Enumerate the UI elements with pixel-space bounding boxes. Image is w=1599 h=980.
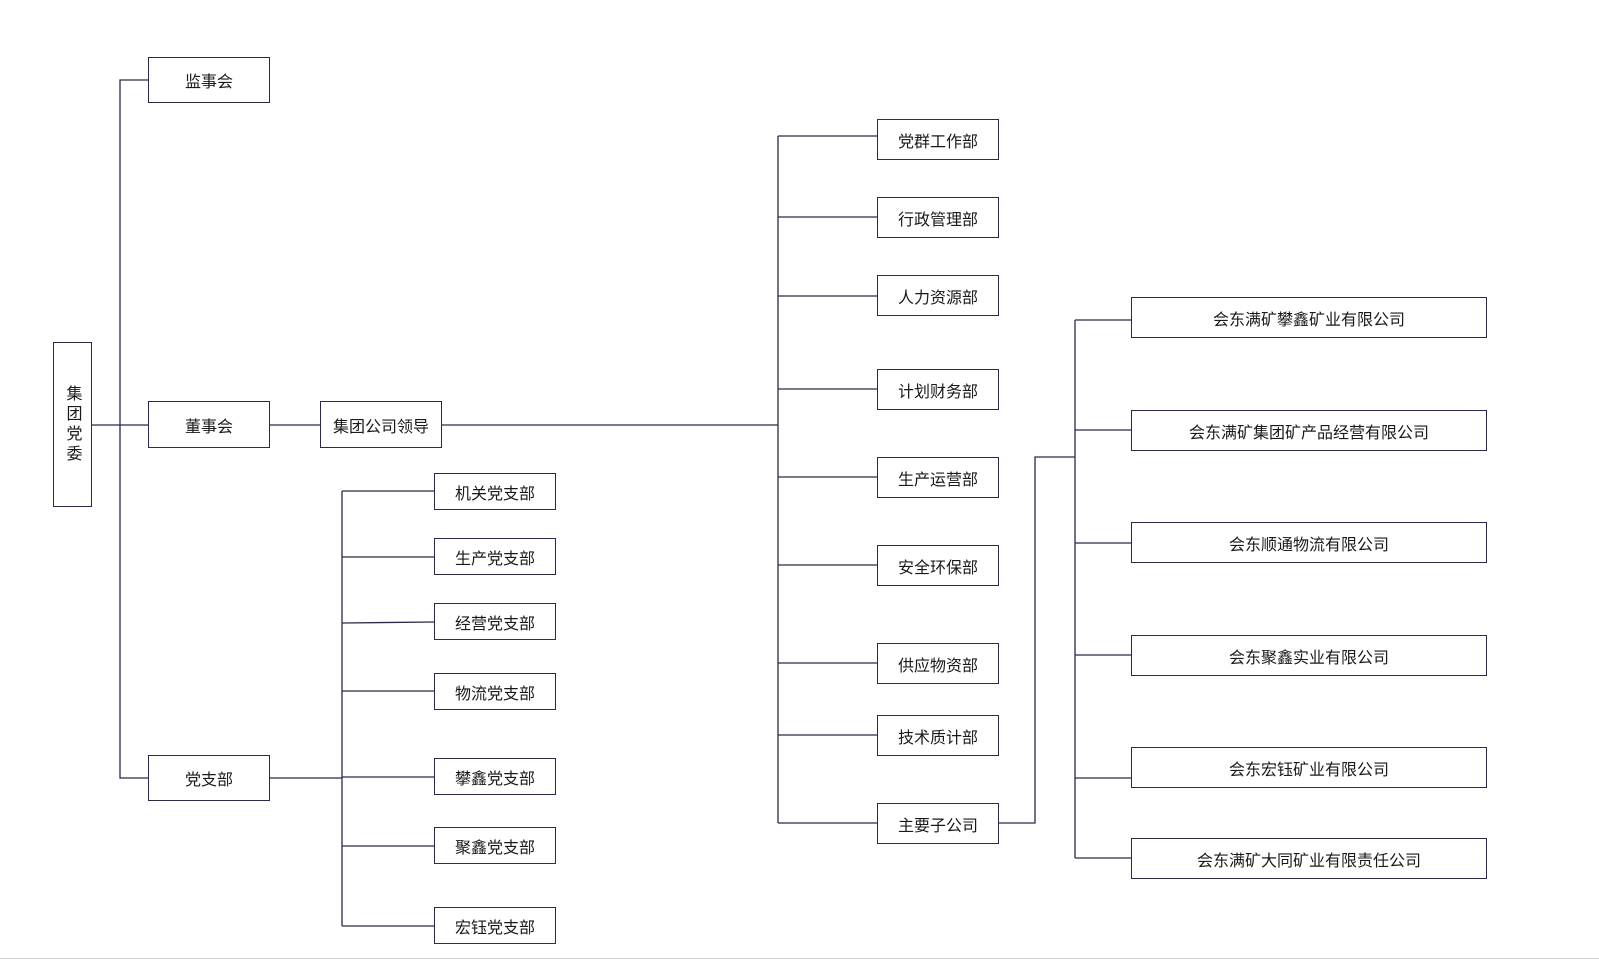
node-department: 党群工作部 <box>877 119 999 160</box>
node-branch: 攀鑫党支部 <box>434 758 556 795</box>
node-board-of-directors: 董事会 <box>148 401 270 448</box>
node-group-leadership: 集团公司领导 <box>320 401 442 448</box>
node-subsidiary: 会东顺通物流有限公司 <box>1131 522 1487 563</box>
bottom-divider <box>0 958 1599 959</box>
node-subsidiary: 会东满矿集团矿产品经营有限公司 <box>1131 410 1487 451</box>
node-branch: 机关党支部 <box>434 473 556 510</box>
node-department: 计划财务部 <box>877 369 999 410</box>
node-branch: 经营党支部 <box>434 603 556 640</box>
node-party-branch: 党支部 <box>148 755 270 801</box>
node-department: 人力资源部 <box>877 275 999 316</box>
node-group-party-committee: 集团党委 <box>53 342 92 507</box>
node-main-subsidiaries: 主要子公司 <box>877 803 999 844</box>
node-branch: 生产党支部 <box>434 538 556 575</box>
node-branch: 物流党支部 <box>434 673 556 710</box>
node-department: 技术质计部 <box>877 715 999 756</box>
node-department: 供应物资部 <box>877 643 999 684</box>
node-subsidiary: 会东聚鑫实业有限公司 <box>1131 635 1487 676</box>
node-department: 行政管理部 <box>877 197 999 238</box>
node-supervisory-board: 监事会 <box>148 57 270 103</box>
node-subsidiary: 会东满矿攀鑫矿业有限公司 <box>1131 297 1487 338</box>
node-subsidiary: 会东满矿大同矿业有限责任公司 <box>1131 838 1487 879</box>
node-subsidiary: 会东宏钰矿业有限公司 <box>1131 747 1487 788</box>
node-department: 生产运营部 <box>877 457 999 498</box>
node-branch: 宏钰党支部 <box>434 907 556 944</box>
node-branch: 聚鑫党支部 <box>434 827 556 864</box>
node-department: 安全环保部 <box>877 545 999 586</box>
